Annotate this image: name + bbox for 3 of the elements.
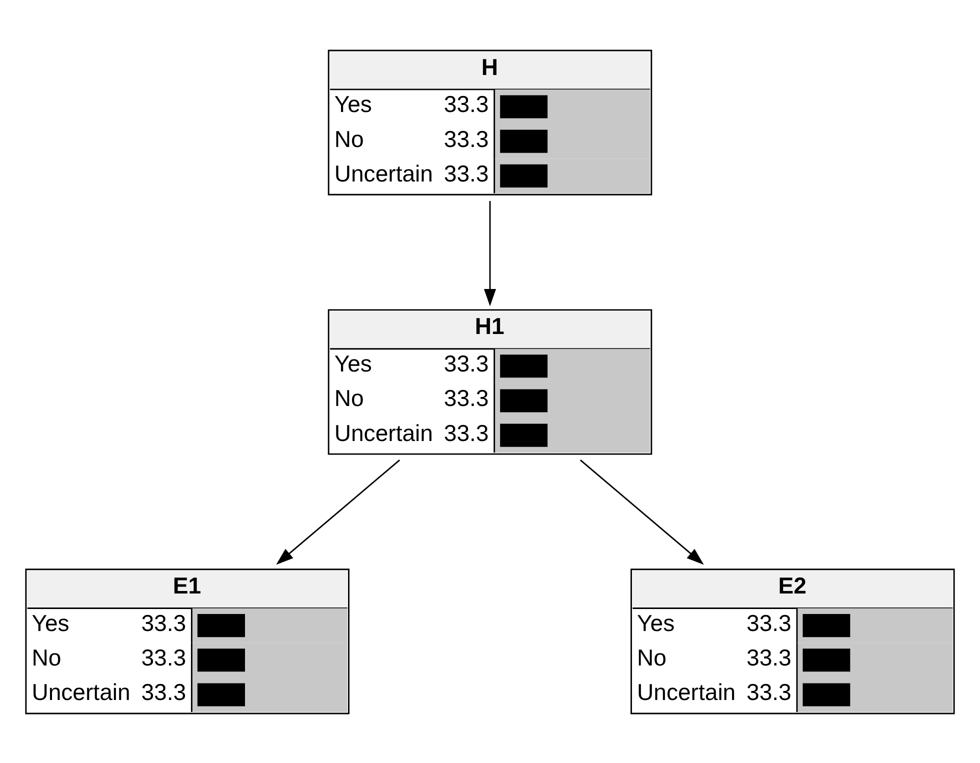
arrow bbox=[580, 459, 704, 564]
arrow bbox=[484, 200, 496, 306]
arrow bbox=[276, 459, 400, 564]
